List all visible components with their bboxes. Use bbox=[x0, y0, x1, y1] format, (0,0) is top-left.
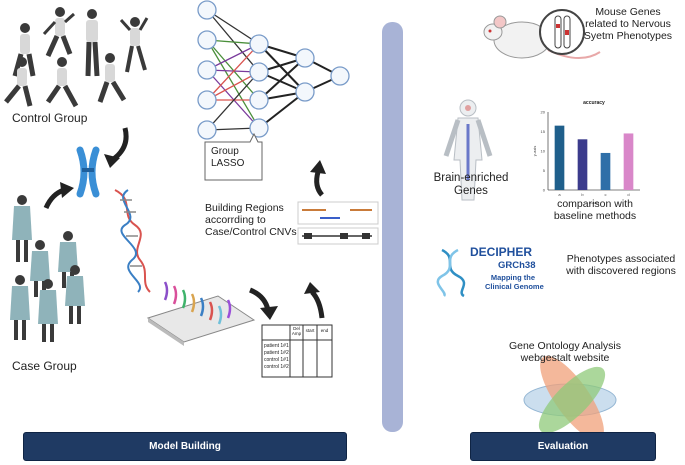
curved-arrow-icon bbox=[110, 127, 129, 163]
chart-y-tick-label: 10 bbox=[541, 149, 546, 154]
table-row: patient 1#2 bbox=[264, 350, 289, 356]
chart-x-label: x-axis bbox=[589, 200, 599, 205]
chart-title: accuracy bbox=[583, 100, 605, 106]
curved-arrow-icon bbox=[43, 187, 65, 210]
case-group-label: Case Group bbox=[12, 359, 77, 373]
human-body-icon bbox=[443, 99, 493, 201]
comparison-label: comparison with baseline methods bbox=[553, 198, 637, 223]
chart-y-tick-label: 20 bbox=[541, 110, 546, 115]
cnv-table bbox=[261, 324, 333, 378]
microarray-chip-icon bbox=[146, 281, 256, 346]
control-group-label: Control Group bbox=[12, 111, 88, 125]
table-row: control 1#1 bbox=[264, 357, 289, 363]
chart-y-tick-label: 15 bbox=[541, 129, 546, 134]
mouse-icon bbox=[483, 9, 601, 59]
decipher-tagline: Mapping the Clinical Genome bbox=[485, 273, 544, 291]
chart-bar bbox=[554, 125, 565, 190]
chart-y-tick-label: 0 bbox=[543, 188, 546, 193]
chromosome-icon bbox=[76, 146, 100, 198]
table-header-start: start bbox=[305, 328, 315, 333]
decipher-logo-icon bbox=[436, 248, 466, 298]
chart-bar bbox=[577, 139, 588, 190]
mouse-genes-label: Mouse Genes related to Nervous Syetm Phe… bbox=[583, 6, 673, 43]
chart-x-tick-label: a bbox=[558, 192, 561, 197]
phenotypes-label: Phenotypes associated with discovered re… bbox=[566, 253, 676, 278]
model-building-banner: Model Building bbox=[23, 432, 347, 461]
evaluation-banner: Evaluation bbox=[470, 432, 656, 461]
table-header-end: end bbox=[320, 328, 329, 333]
chart-x-tick-label: c bbox=[605, 192, 607, 197]
lasso-callout bbox=[204, 132, 263, 181]
dna-strand-icon bbox=[114, 189, 151, 293]
gene-ontology-label: Gene Ontology Analysis webgestalt websit… bbox=[508, 340, 622, 365]
chart-bar bbox=[600, 152, 611, 190]
group-lasso-label: Group LASSO bbox=[211, 146, 245, 169]
venn-diagram-icon bbox=[523, 355, 617, 441]
chart-x-tick-label: d bbox=[627, 192, 629, 197]
building-regions-label: Building Regions accorrding to Case/Cont… bbox=[205, 202, 297, 239]
table-header-del-amp: Del Amp bbox=[291, 326, 302, 337]
neural-network-icon bbox=[197, 0, 350, 140]
decipher-build: GRCh38 bbox=[498, 260, 536, 271]
control-group-figures bbox=[4, 7, 149, 108]
decipher-name: DECIPHER bbox=[470, 245, 533, 259]
curved-arrow-icon bbox=[310, 290, 325, 319]
brain-enriched-label: Brain-enriched Genes bbox=[433, 172, 509, 198]
accuracy-bar-chart: accuracy y-axis x-axis 0 5 10 15 20 a b c d bbox=[532, 100, 640, 205]
curved-arrow-icon bbox=[248, 287, 271, 311]
curved-arrow-icon bbox=[314, 171, 324, 197]
case-group-figures bbox=[10, 195, 85, 342]
table-row: control 1#2 bbox=[264, 364, 289, 370]
chart-y-label: y-axis bbox=[532, 146, 537, 156]
chart-bar bbox=[623, 133, 634, 190]
section-divider bbox=[382, 22, 403, 432]
chart-y-tick-label: 5 bbox=[543, 168, 546, 173]
table-row: patient 1#1 bbox=[264, 343, 289, 349]
regions-schematic bbox=[297, 201, 379, 245]
chart-x-tick-label: b bbox=[581, 192, 584, 197]
